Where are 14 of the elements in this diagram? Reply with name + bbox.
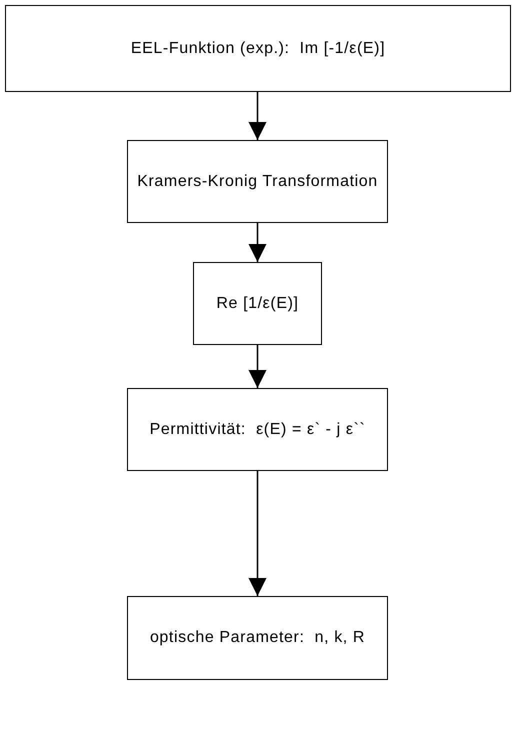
box-label: EEL-Funktion (exp.): Im [-1/ε(E)] [130,40,386,58]
process-box [127,140,388,223]
arrow [248,223,266,262]
arrow [248,92,266,140]
box-label: Permittivität: ε(E) = ε` - j ε`` [150,420,366,438]
process-box [127,388,388,471]
process-box [193,262,322,345]
arrow [248,345,266,388]
box-label: Re [1/ε(E)] [216,294,299,312]
process-box [5,5,511,92]
process-box [127,596,388,680]
arrow [248,471,266,596]
box-label: Kramers-Kronig Transformation [137,172,378,190]
box-label: optische Parameter: n, k, R [150,629,366,647]
